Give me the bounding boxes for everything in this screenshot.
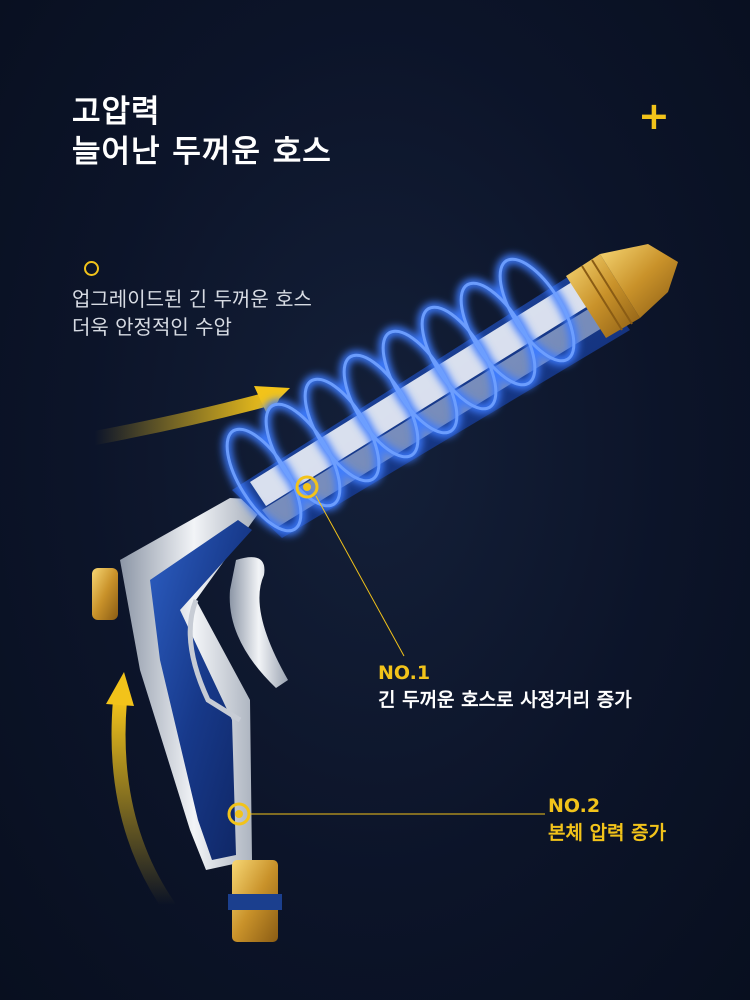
callout-marker-1 xyxy=(295,475,319,499)
brass-nozzle xyxy=(566,244,678,338)
trigger-guard xyxy=(187,599,242,723)
description-line-1: 업그레이드된 긴 두꺼운 호스 xyxy=(72,287,312,311)
callout-no1-text: 긴 두꺼운 호스로 사정거리 증가 xyxy=(378,689,632,711)
hose-coil xyxy=(225,257,576,533)
headline: 고압력 늘어난 두꺼운 호스 xyxy=(72,92,332,172)
callout-marker-1-dot xyxy=(303,483,311,491)
headline-line-1: 고압력 xyxy=(72,94,161,130)
curved-arrow-top xyxy=(88,391,279,445)
callout-marker-2-dot xyxy=(235,810,243,818)
rear-brass-cap xyxy=(92,568,118,620)
plus-icon: + xyxy=(638,94,670,138)
headline-line-2: 늘어난 두꺼운 호스 xyxy=(72,134,332,170)
callout-marker-2 xyxy=(227,802,251,826)
callout-no1-label: NO.1 xyxy=(378,662,431,684)
curved-arrow-left xyxy=(111,693,175,912)
leader-line-1 xyxy=(315,495,405,657)
ring-bullet-icon xyxy=(84,261,99,276)
callout-no1: NO.1 긴 두꺼운 호스로 사정거리 증가 xyxy=(378,660,632,714)
callout-no2: NO.2 본체 압력 증가 xyxy=(548,793,666,847)
description: 업그레이드된 긴 두꺼운 호스 더욱 안정적인 수압 xyxy=(72,285,312,341)
gun-trigger xyxy=(229,557,288,688)
description-line-2: 더욱 안정적인 수압 xyxy=(72,315,232,339)
bottom-blue-ring xyxy=(228,894,282,910)
callout-no2-text: 본체 압력 증가 xyxy=(548,822,667,844)
arrowhead-top xyxy=(254,386,290,412)
callout-no2-label: NO.2 xyxy=(548,795,601,817)
arrowhead-left xyxy=(106,672,134,706)
